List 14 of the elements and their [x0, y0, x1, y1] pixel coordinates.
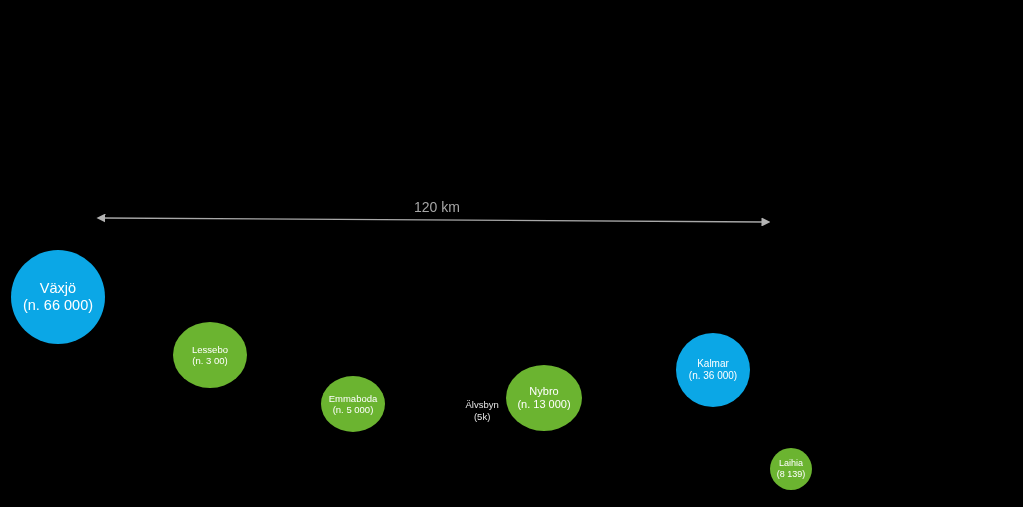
town-name: Lessebo — [192, 343, 228, 355]
town-name: Nybro — [529, 384, 559, 398]
town-name: Emmaboda — [328, 392, 378, 404]
population-label: (n. 3 00) — [192, 355, 228, 367]
town-name: Kalmar — [697, 358, 729, 370]
town-name: Växjö — [39, 279, 77, 297]
population-label: (n. 36 000) — [688, 370, 738, 382]
population-label: (n. 5 000) — [332, 404, 374, 416]
town-circle — [770, 448, 812, 490]
town-name: Laihia — [779, 458, 803, 469]
population-label: (8 139) — [776, 469, 806, 480]
population-label: (n. 66 000) — [22, 297, 94, 315]
distance-label: 120 km — [414, 198, 460, 217]
population-label: (n. 13 000) — [517, 398, 571, 412]
